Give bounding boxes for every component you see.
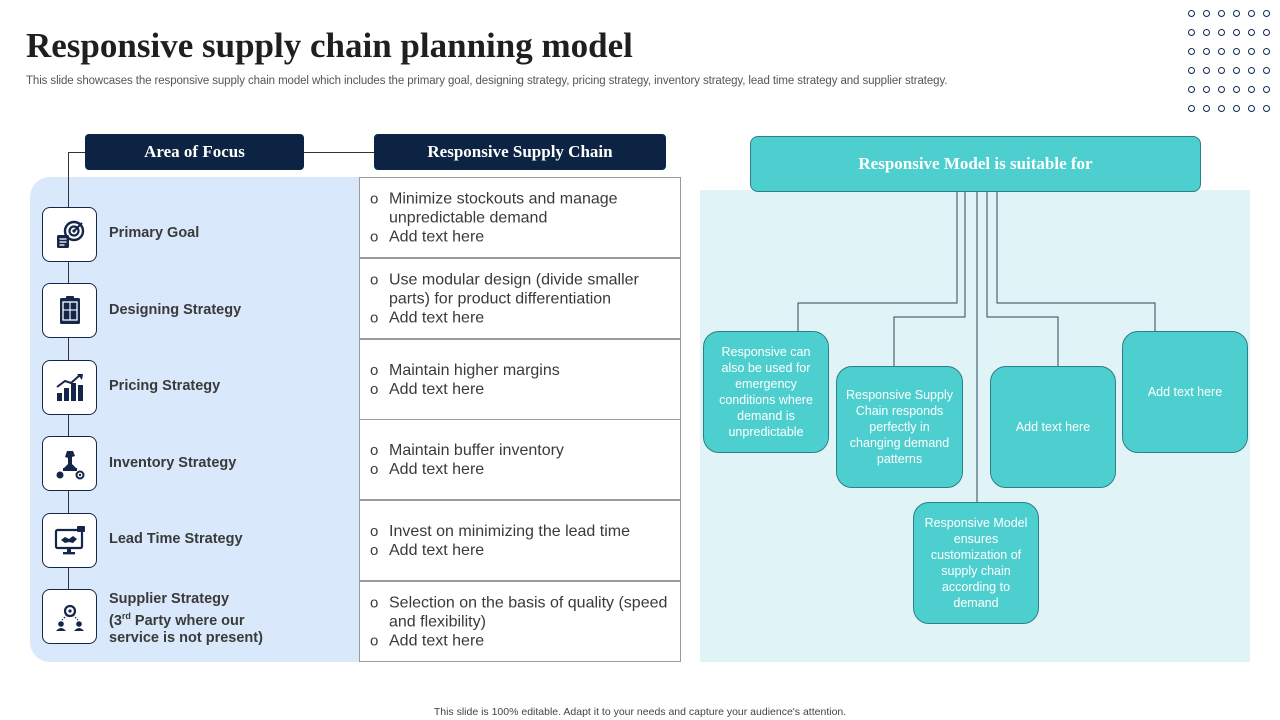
primary-goal-label: Primary Goal: [109, 225, 200, 241]
primary-goal-cell: Minimize stockouts and manage unpredicta…: [359, 177, 681, 258]
bullet-text: Invest on minimizing the lead time: [370, 522, 670, 541]
lead-time-strategy-cell: Invest on minimizing the lead time Add t…: [359, 500, 681, 581]
area-of-focus-header: Area of Focus: [85, 134, 304, 170]
inventory-strategy-icon-box: [42, 436, 97, 491]
bullet-text: Add text here: [370, 227, 670, 246]
pricing-strategy-icon-box: [42, 360, 97, 415]
primary-goal-icon-box: [42, 207, 97, 262]
chess-strategy-icon: [56, 450, 84, 479]
supplier-strategy-label-line2: (3rd Party where our: [109, 611, 245, 629]
target-icon: [56, 220, 84, 248]
header-connector-middle: [303, 152, 375, 153]
bullet-text: Use modular design (divide smaller parts…: [370, 270, 670, 308]
supplier-network-icon: [55, 604, 84, 631]
page-title: Responsive supply chain planning model: [26, 26, 633, 65]
bullet-text: Maintain buffer inventory: [370, 441, 670, 460]
header-connector-left: [68, 152, 86, 153]
supplier-strategy-label-line3: service is not present): [109, 629, 263, 646]
supplier-strategy-cell: Selection on the basis of quality (speed…: [359, 581, 681, 662]
footer-note: This slide is 100% editable. Adapt it to…: [433, 706, 847, 718]
bullet-text: Add text here: [370, 460, 670, 479]
pricing-strategy-cell: Maintain higher margins Add text here: [359, 339, 681, 420]
model-box-emergency: Responsive can also be used for emergenc…: [703, 331, 829, 453]
bullet-text: Selection on the basis of quality (speed…: [370, 593, 670, 631]
model-box-add-text-2: Add text here: [1122, 331, 1248, 453]
decorative-dot-grid: [1188, 10, 1276, 114]
designing-strategy-label: Designing Strategy: [109, 302, 242, 318]
designing-strategy-icon-box: [42, 283, 97, 338]
model-box-customization: Responsive Model ensures customization o…: [913, 502, 1039, 624]
inventory-strategy-label: Inventory Strategy: [109, 455, 237, 471]
lead-time-strategy-label: Lead Time Strategy: [109, 531, 243, 547]
blueprint-icon: [59, 295, 80, 324]
model-suitable-for-header: Responsive Model is suitable for: [750, 136, 1201, 192]
supplier-strategy-label: Supplier Strategy (3rd Party where our s…: [109, 591, 263, 647]
supplier-strategy-label-line1: Supplier Strategy: [109, 591, 230, 607]
responsive-supply-chain-header: Responsive Supply Chain: [374, 134, 666, 170]
bullet-text: Add text here: [370, 308, 670, 327]
designing-strategy-cell: Use modular design (divide smaller parts…: [359, 258, 681, 339]
inventory-strategy-cell: Maintain buffer inventory Add text here: [359, 419, 681, 500]
lead-time-strategy-icon-box: [42, 513, 97, 568]
bar-chart-icon: [55, 373, 83, 401]
bullet-text: Add text here: [370, 541, 670, 560]
model-box-add-text-1: Add text here: [990, 366, 1116, 488]
handshake-monitor-icon: [54, 525, 85, 554]
supplier-strategy-icon-box: [42, 589, 97, 644]
pricing-strategy-label: Pricing Strategy: [109, 378, 221, 394]
bullet-text: Minimize stockouts and manage unpredicta…: [370, 189, 670, 227]
bullet-text: Maintain higher margins: [370, 361, 670, 380]
bullet-text: Add text here: [370, 631, 670, 650]
bullet-text: Add text here: [370, 380, 670, 399]
page-subtitle: This slide showcases the responsive supp…: [26, 75, 948, 87]
model-box-changing-demand: Responsive Supply Chain responds perfect…: [836, 366, 963, 488]
